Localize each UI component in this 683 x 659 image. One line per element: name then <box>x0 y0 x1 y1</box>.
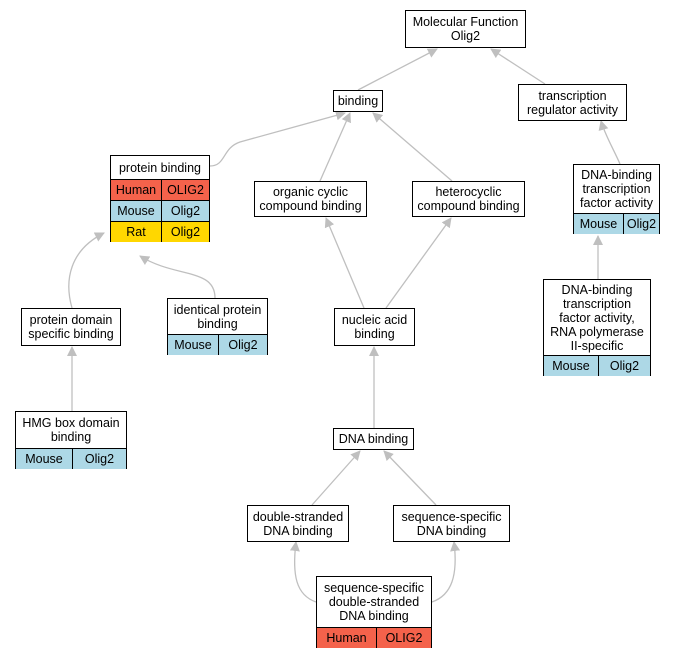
go-term-label: DNA-binding transcription factor activit… <box>550 282 644 353</box>
go-term-label: DNA binding <box>338 432 409 446</box>
go-term-dnab[interactable]: DNA binding <box>333 428 414 450</box>
annotation-row: Mouse Olig2 <box>574 213 659 234</box>
annotation-row: Mouse Olig2 <box>16 448 126 469</box>
gene-cell: Olig2 <box>161 222 209 242</box>
edge-tra-to-mf <box>490 48 546 85</box>
go-term-nab[interactable]: nucleic acid binding <box>334 308 415 346</box>
go-term-dsdb[interactable]: double-stranded DNA binding <box>247 505 349 542</box>
edge-pb-to-binding <box>209 110 346 167</box>
go-term-dbtfa2[interactable]: DNA-binding transcription factor activit… <box>543 279 651 376</box>
gene-cell: Olig2 <box>218 335 267 355</box>
go-term-label: sequence-specific DNA binding <box>401 509 502 538</box>
edge-dbtfa-to-tra <box>598 120 621 165</box>
go-term-label: identical protein binding <box>173 302 262 331</box>
go-term-label: protein domain specific binding <box>28 313 114 341</box>
annotation-row: Rat Olig2 <box>111 221 209 242</box>
edge-ocb-to-binding <box>319 112 351 182</box>
go-term-label: DNA-binding transcription factor activit… <box>580 168 653 210</box>
species-cell: Human <box>326 631 367 645</box>
species-cell: Mouse <box>117 204 155 218</box>
gene-cell: Olig2 <box>623 214 659 234</box>
edge-hcb-to-binding <box>372 112 453 182</box>
species-cell: Mouse <box>579 217 618 231</box>
gene-cell: Olig2 <box>161 201 209 221</box>
go-term-ssdb[interactable]: sequence-specific DNA binding <box>393 505 510 542</box>
go-term-label: protein binding <box>118 160 201 175</box>
go-term-binding[interactable]: binding <box>333 90 383 112</box>
go-term-hcb[interactable]: heterocyclic compound binding <box>412 181 525 217</box>
edge-ssdsdb-to-dsdb <box>289 541 317 603</box>
go-term-label: heterocyclic compound binding <box>417 185 520 213</box>
go-term-ocb[interactable]: organic cyclic compound binding <box>254 181 367 217</box>
go-term-ssdsdb[interactable]: sequence-specific double-stranded DNA bi… <box>316 576 432 648</box>
gene-cell: OLIG2 <box>376 628 431 648</box>
go-term-label: sequence-specific double-stranded DNA bi… <box>323 581 425 623</box>
gene-cell: Olig2 <box>72 449 126 469</box>
species-cell: Mouse <box>552 359 590 373</box>
go-term-label: double-stranded DNA binding <box>252 509 344 538</box>
edge-dsdb-to-dnab <box>311 450 361 506</box>
edge-nab-to-ocb <box>324 217 365 309</box>
gene-cell: OLIG2 <box>161 180 209 200</box>
go-term-tra[interactable]: transcription regulator activity <box>518 84 627 121</box>
species-cell: Mouse <box>25 452 63 466</box>
gene-cell: Olig2 <box>598 356 650 376</box>
edge-binding-to-mf <box>357 48 438 91</box>
go-term-label: binding <box>337 94 379 108</box>
species-cell: Human <box>115 183 157 197</box>
annotation-row: Mouse Olig2 <box>544 355 650 376</box>
annotation-row: Human OLIG2 <box>317 627 431 648</box>
go-term-pdsb[interactable]: protein domain specific binding <box>21 308 121 346</box>
annotation-row: Mouse Olig2 <box>168 334 267 355</box>
edge-nab-to-hcb <box>385 217 452 309</box>
go-term-label: organic cyclic compound binding <box>259 185 362 213</box>
edge-ipb-to-pb <box>139 255 216 299</box>
annotation-row: Mouse Olig2 <box>111 200 209 221</box>
go-term-dbtfa[interactable]: DNA-binding transcription factor activit… <box>573 164 660 234</box>
go-term-label: nucleic acid binding <box>341 313 408 341</box>
species-cell: Rat <box>126 225 146 239</box>
edge-ssdb-to-dnab <box>383 450 437 506</box>
edge-pdsb-to-pb <box>68 232 105 309</box>
edge-ssdsdb-to-ssdb <box>431 541 461 603</box>
go-term-mf[interactable]: Molecular Function Olig2 <box>405 10 526 48</box>
go-term-label: transcription regulator activity <box>526 88 618 117</box>
go-term-label: Molecular Function Olig2 <box>412 15 519 43</box>
annotation-row: Human OLIG2 <box>111 179 209 200</box>
go-term-label: HMG box domain binding <box>22 416 120 444</box>
species-cell: Mouse <box>174 338 212 352</box>
